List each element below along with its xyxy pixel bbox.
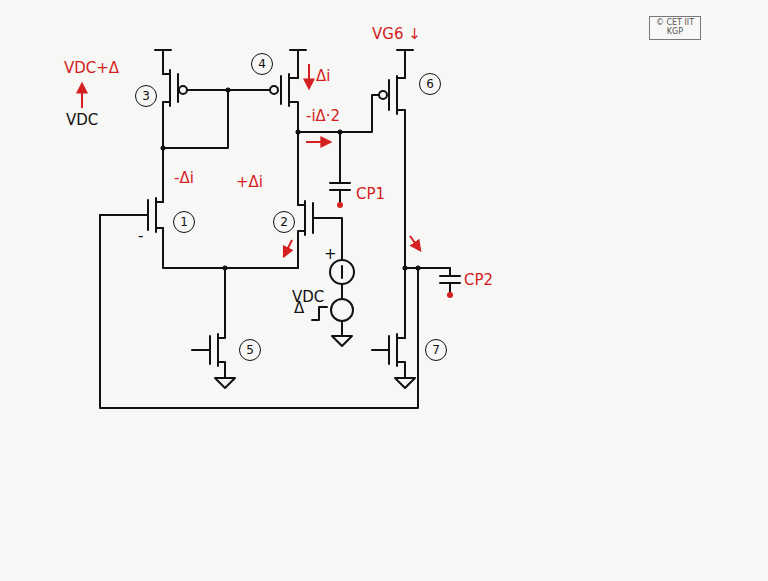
red-arrow xyxy=(81,84,83,108)
annotation-label: VDC xyxy=(66,112,98,129)
capacitor-symbol xyxy=(440,268,460,292)
label-text: + xyxy=(324,245,337,263)
callout-number: 4 xyxy=(251,53,273,75)
wire xyxy=(341,284,343,299)
red-arrow xyxy=(308,64,310,88)
annotation-label: -Δi xyxy=(174,170,194,187)
callout-number: 5 xyxy=(239,339,261,361)
supply-symbol xyxy=(155,50,171,74)
supply-symbol xyxy=(290,50,306,78)
wire xyxy=(341,321,343,336)
supply-symbol xyxy=(397,50,413,78)
callout-number: 3 xyxy=(135,85,157,107)
node-text: 2 xyxy=(280,215,288,229)
dc-source-symbol xyxy=(330,260,354,284)
gate-bubble xyxy=(179,86,187,94)
callout-number: 2 xyxy=(273,211,295,233)
node-text: 6 xyxy=(426,77,434,91)
label-text: Δi xyxy=(316,67,330,85)
red-arrow xyxy=(410,236,420,250)
node-text: 3 xyxy=(142,89,150,103)
annotation-label: -iΔ·2 xyxy=(306,108,340,125)
nmos-symbol xyxy=(100,198,163,232)
callout-number: 1 xyxy=(173,211,195,233)
gate-bubble xyxy=(270,86,278,94)
label-text: CP2 xyxy=(464,271,493,289)
annotation-label: - xyxy=(138,228,143,245)
label-text: -iΔ·2 xyxy=(306,107,340,125)
label-text: VG6 ↓ xyxy=(372,25,421,43)
label-text: CP1 xyxy=(356,185,385,203)
node-text: © CET IIT KGP xyxy=(652,19,698,37)
label-text: -Δi xyxy=(174,169,194,187)
annotation-label: Δ xyxy=(294,300,304,317)
step-symbol xyxy=(312,307,327,320)
annotation-label: VDC+Δ xyxy=(64,60,119,77)
wire xyxy=(298,95,379,132)
pmos-symbol xyxy=(389,76,405,338)
callout-number: 7 xyxy=(425,339,447,361)
label-text: VDC+Δ xyxy=(64,59,119,77)
node-text: 1 xyxy=(180,215,188,229)
ground-symbol xyxy=(215,378,235,388)
nmos-symbol xyxy=(372,334,405,378)
wire xyxy=(163,228,298,268)
ground-symbol xyxy=(332,336,352,346)
pmos-symbol xyxy=(281,74,298,205)
step-source-symbol xyxy=(331,299,353,321)
gate-bubble xyxy=(379,91,387,99)
annotation-label: VG6 ↓ xyxy=(372,26,421,43)
wire xyxy=(163,90,228,148)
node-text: 5 xyxy=(246,343,254,357)
node-text: 7 xyxy=(432,343,440,357)
capacitor-symbol xyxy=(330,132,350,202)
ground-dots xyxy=(337,202,453,298)
annotation-label: Δi xyxy=(316,68,330,85)
wire xyxy=(100,215,450,408)
dc-source-symbol xyxy=(341,266,343,278)
junction-dots xyxy=(161,88,421,271)
annotation-label: +Δi xyxy=(236,174,263,191)
label-text: +Δi xyxy=(236,173,263,191)
annotation-label: CP2 xyxy=(464,272,493,289)
ground-symbol xyxy=(395,378,415,388)
annotation-label: + xyxy=(324,246,337,263)
annotation-label: CP1 xyxy=(356,186,385,203)
label-text: Δ xyxy=(294,299,304,317)
label-text: VDC xyxy=(66,111,98,129)
watermark-box: © CET IIT KGP xyxy=(649,16,701,40)
label-text: - xyxy=(138,227,143,245)
nmos-symbol xyxy=(298,201,313,268)
red-arrow xyxy=(306,141,330,143)
red-arrow xyxy=(284,240,292,256)
nmos-symbol xyxy=(192,268,225,378)
node-text: 4 xyxy=(258,57,266,71)
callout-number: 6 xyxy=(419,73,441,95)
